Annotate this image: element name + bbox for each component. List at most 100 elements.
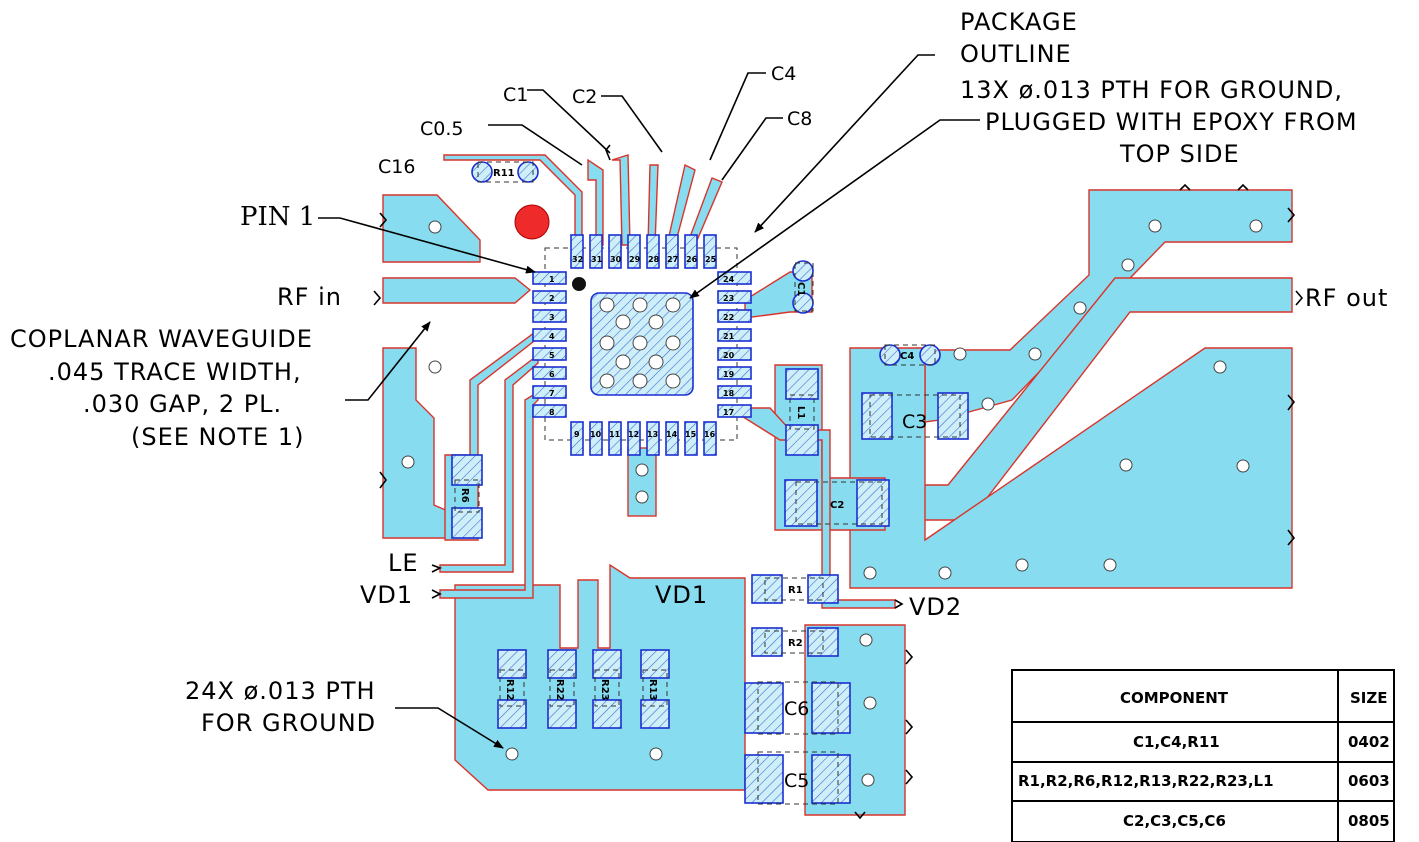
pin-label: 28: [648, 255, 660, 264]
rf-in-label: RF in: [277, 283, 342, 311]
pin-label: 29: [629, 255, 641, 264]
table-cell: C2,C3,C5,C6: [1123, 812, 1226, 830]
svg-text:C6: C6: [784, 698, 809, 720]
pth-note-line2: PLUGGED WITH EPOXY FROM: [985, 108, 1358, 136]
svg-text:C2: C2: [830, 500, 844, 511]
r13-component: R13: [640, 649, 670, 729]
pin-label: 23: [723, 294, 734, 303]
gnd-pth-line1: 24X ø.013 PTH: [185, 677, 376, 705]
c05-trace: [587, 158, 604, 246]
leader-lines: [318, 54, 980, 749]
pin-label: 8: [549, 408, 555, 417]
svg-text:R11: R11: [493, 168, 515, 179]
package-label-line2: OUTLINE: [960, 40, 1072, 68]
svg-text:R23: R23: [599, 679, 610, 701]
c4-component: C4: [879, 344, 941, 366]
svg-text:R12: R12: [504, 679, 515, 701]
component-size-table: COMPONENT SIZE C1,C4,R11 0402 R1,R2,R6,R…: [1011, 669, 1395, 842]
pin1-callout: PIN 1: [240, 202, 315, 232]
pin-label: 4: [549, 332, 555, 341]
pin-label: 13: [647, 430, 658, 439]
pin-label: 32: [572, 255, 583, 264]
ground-pour-left-bottom: [382, 347, 451, 539]
c16-callout: C16: [378, 156, 415, 178]
ground-vias: [401, 219, 1263, 787]
pth-note-line1: 13X ø.013 PTH FOR GROUND,: [960, 76, 1343, 104]
cpw-note-line2: .045 TRACE WIDTH,: [48, 358, 302, 386]
table-cell: 0402: [1348, 733, 1390, 751]
pth-note-line3: TOP SIDE: [1119, 140, 1240, 168]
paddle-vias: [599, 297, 681, 389]
table-cell: C1,C4,R11: [1133, 733, 1220, 751]
pin-label: 21: [723, 332, 735, 341]
package-label-line1: PACKAGE: [960, 8, 1078, 36]
bottom-pins: 9 10 11 12 13 14 15 16: [570, 421, 717, 456]
svg-text:R2: R2: [788, 638, 803, 649]
le-label: LE: [388, 549, 419, 577]
r6-component: R6: [451, 454, 483, 539]
vd2-label: VD2: [909, 593, 962, 621]
table-cell: 0805: [1348, 812, 1390, 830]
pin-label: 2: [549, 294, 555, 303]
pin-label: 5: [549, 351, 555, 360]
vd1-left-trace: [439, 390, 539, 599]
svg-text:C4: C4: [900, 351, 914, 362]
r23-component: R23: [592, 649, 622, 729]
rf-out-label: RF out: [1305, 284, 1388, 312]
top-pins: 32 31 30 29 28 27 26 25: [570, 234, 717, 269]
pin-label: 30: [610, 255, 622, 264]
svg-text:R1: R1: [788, 585, 803, 596]
rf-in-trace: [382, 277, 532, 304]
pin-label: 31: [591, 255, 603, 264]
r22-component: R22: [547, 649, 577, 729]
svg-text:R22: R22: [554, 679, 565, 701]
pin-label: 22: [723, 313, 734, 322]
cpw-note-line1: COPLANAR WAVEGUIDE: [10, 325, 313, 353]
c1-trace: [611, 154, 631, 246]
svg-text:C1: C1: [795, 282, 806, 296]
c3-component: C3: [861, 392, 969, 440]
svg-text:C3: C3: [902, 411, 927, 433]
pin-label: 7: [549, 389, 555, 398]
cpw-note-line3: .030 GAP, 2 PL.: [83, 390, 282, 418]
svg-text:C5: C5: [784, 770, 809, 792]
cpw-note-line4: (SEE NOTE 1): [131, 423, 304, 451]
gnd-pth-line2: FOR GROUND: [201, 709, 376, 737]
pin-label: 10: [590, 430, 602, 439]
table-header-size: SIZE: [1350, 689, 1388, 707]
pin-label: 15: [685, 430, 697, 439]
table-header-component: COMPONENT: [1120, 689, 1229, 707]
pin-label: 1: [549, 275, 555, 284]
r11-component: R11: [471, 161, 539, 183]
pin-label: 27: [667, 255, 678, 264]
l1-component: L1: [785, 368, 819, 456]
pin-label: 18: [723, 389, 735, 398]
vd1-left-label: VD1: [360, 581, 413, 609]
c1-component: C1: [792, 260, 814, 314]
pin-label: 12: [628, 430, 639, 439]
pin-label: 20: [723, 351, 735, 360]
pin1-marker: [572, 277, 586, 291]
package-outline: [544, 247, 738, 441]
pin-label: 6: [549, 370, 555, 379]
svg-text:R6: R6: [459, 488, 470, 503]
r1-component: R1: [751, 574, 839, 604]
pin-label: 9: [574, 430, 580, 439]
pin-label: 19: [723, 370, 735, 379]
r12-component: R12: [497, 649, 527, 729]
svg-text:R13: R13: [647, 679, 658, 701]
vd1-center-label: VD1: [655, 581, 708, 609]
svg-text:L1: L1: [795, 406, 806, 419]
c6-component: C6: [744, 681, 851, 735]
pin-label: 26: [686, 255, 698, 264]
pin-label: 14: [666, 430, 678, 439]
table-cell: 0603: [1348, 772, 1390, 790]
annotation-labels: PACKAGE OUTLINE 13X ø.013 PTH FOR GROUND…: [10, 8, 1388, 737]
ground-strip: [627, 447, 657, 517]
pin-label: 3: [549, 313, 555, 322]
c4-callout: C4: [771, 63, 796, 85]
c1-callout: C1: [503, 84, 528, 106]
c2-trace: [647, 164, 659, 246]
pin-label: 11: [609, 430, 621, 439]
